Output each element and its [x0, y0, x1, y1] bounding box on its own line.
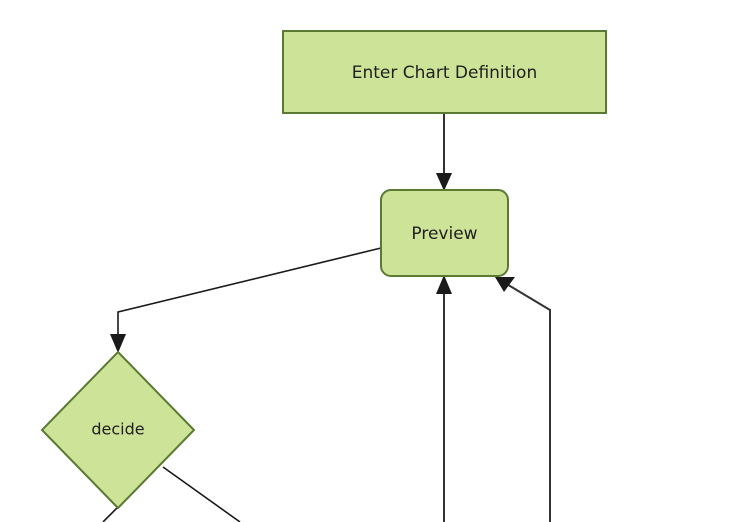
node-label-enter-chart-definition: Enter Chart Definition — [352, 63, 537, 83]
edge-decide-bottom-right — [162, 466, 241, 522]
arrow-head-icon — [110, 334, 126, 353]
edge-bottom-right-to-preview — [495, 277, 551, 522]
arrow-head-icon — [436, 275, 452, 294]
node-shape-rounded-rectangle — [380, 189, 509, 277]
node-label-preview: Preview — [411, 224, 477, 244]
edge-decide-bottom-left — [102, 506, 119, 522]
arrow-head-icon — [436, 173, 452, 191]
node-shape-diamond — [40, 350, 196, 510]
node-enter-chart-definition[interactable]: Enter Chart Definition — [282, 30, 607, 114]
node-label-decide: decide — [91, 420, 144, 439]
node-decide[interactable]: decide — [40, 350, 196, 510]
edge-enter-to-preview — [436, 113, 452, 191]
node-shape-rectangle — [282, 30, 607, 114]
node-preview[interactable]: Preview — [380, 189, 509, 277]
arrow-head-icon — [495, 277, 515, 292]
edge-bottom-center-to-preview — [436, 275, 452, 522]
edge-preview-to-decide — [110, 247, 382, 353]
